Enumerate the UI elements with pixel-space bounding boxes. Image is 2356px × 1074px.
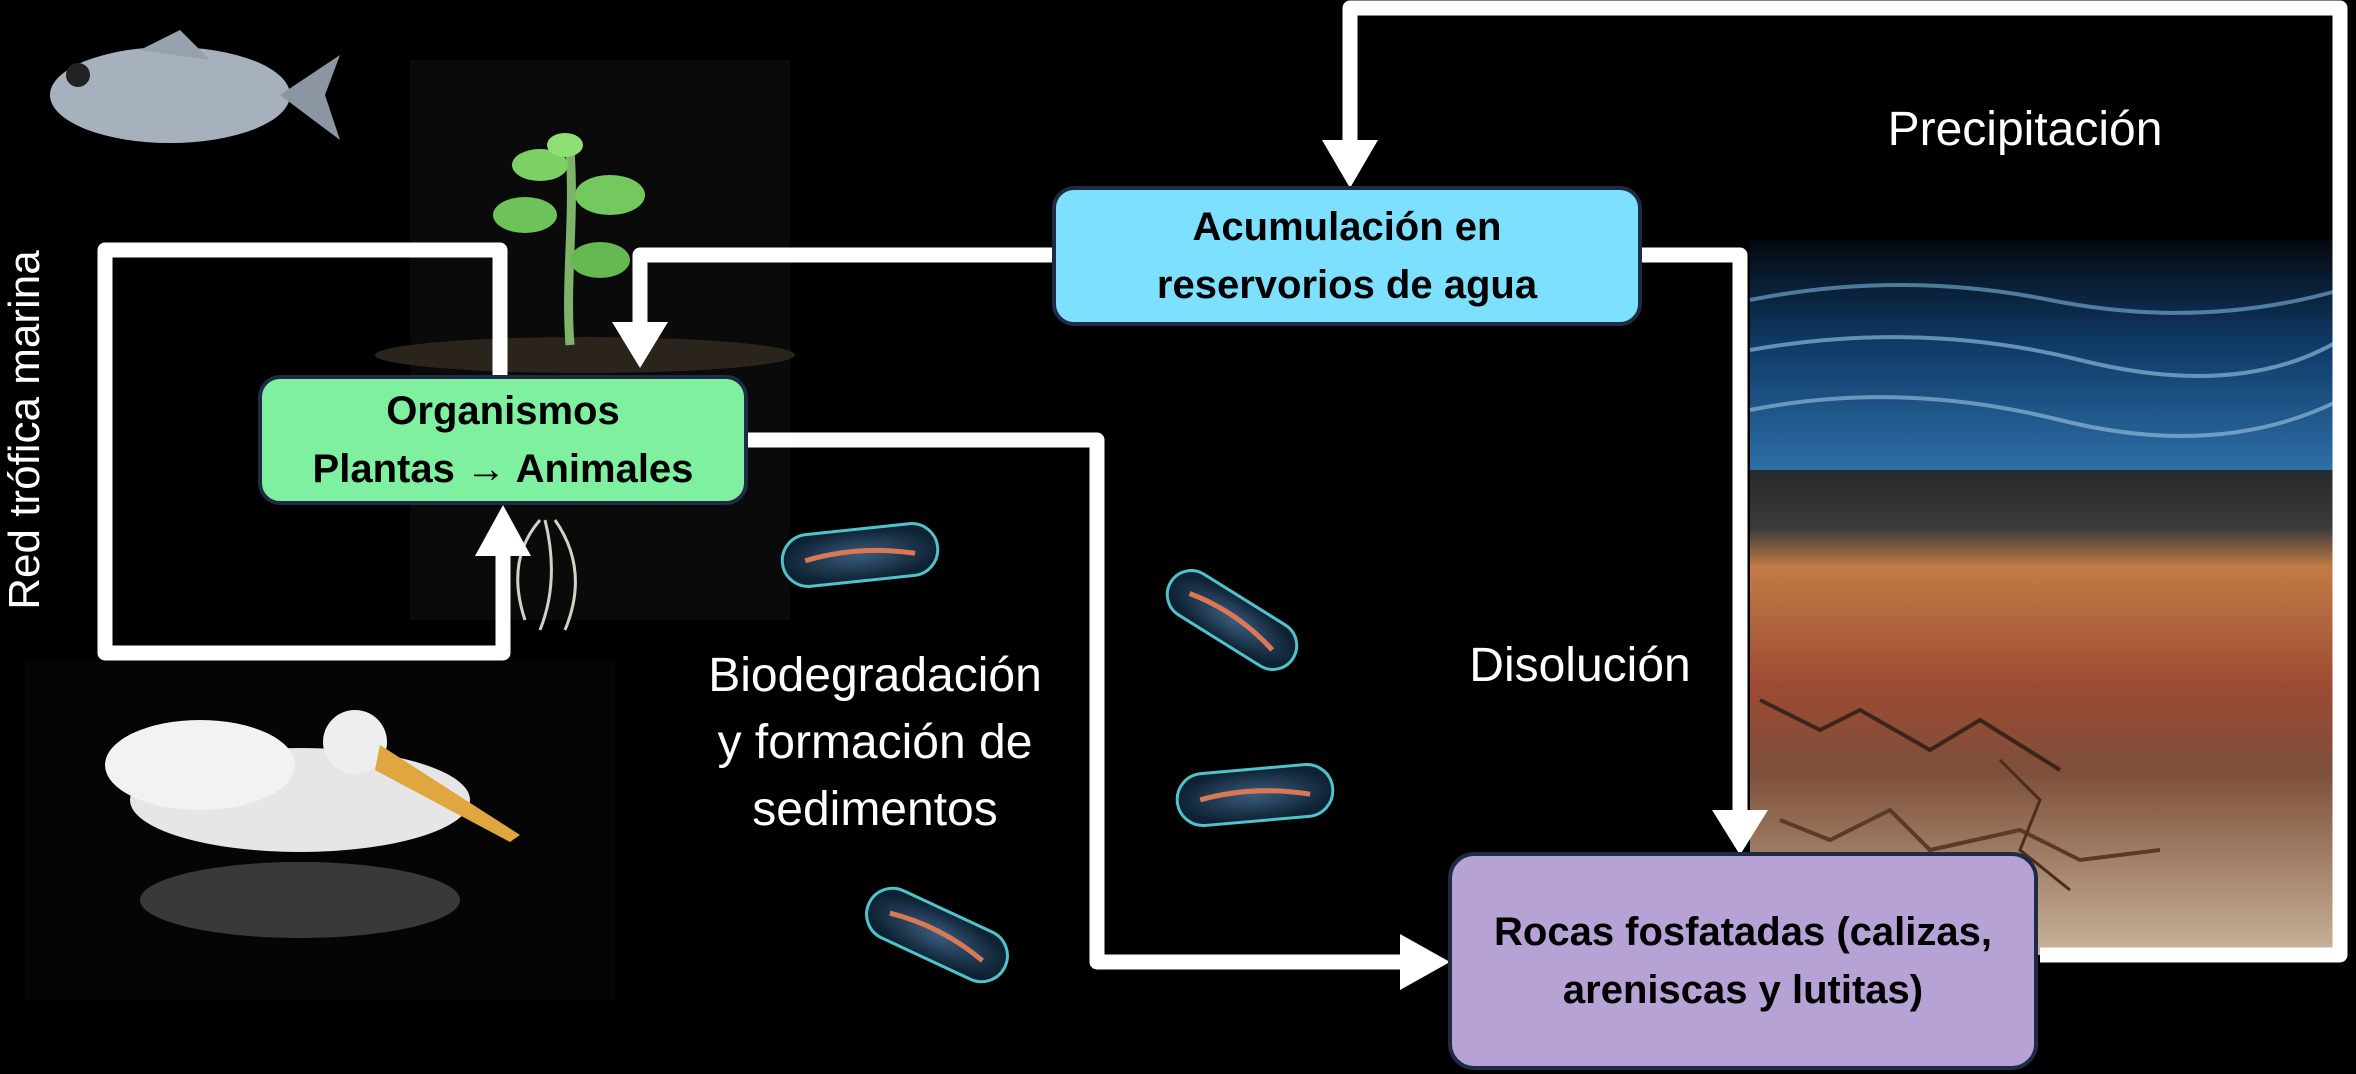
label-biodegradacion-line2: y formación de [717, 716, 1033, 770]
node-rocas-line2: areniscas y lutitas) [1562, 968, 1924, 1012]
water-image [1749, 240, 2342, 470]
fish-image [50, 30, 340, 143]
node-organismos-line1: Organismos [386, 389, 620, 433]
node-organismos: Organismos Plantas → Animales [258, 375, 748, 505]
arrow-acumulacion-to-organismos [632, 247, 1055, 330]
label-biodegradacion-line3: sedimentos [752, 783, 998, 837]
arrow-organismos-to-rocas [745, 432, 1410, 970]
label-precipitacion: Precipitación [1887, 103, 2163, 156]
pelican-image [25, 660, 615, 1000]
label-biodegradacion-line1: Biodegradación [708, 649, 1042, 702]
label-biodegradacion: Biodegradación y formación de sedimentos [660, 642, 1090, 844]
arrow-rocas-to-acumulacion [1342, 0, 2348, 963]
node-acumulacion-line1: Acumulación en [1192, 205, 1502, 249]
label-red-trofica: Red trófica marina [0, 250, 49, 610]
node-organismos-line2: Plantas → Animales [312, 447, 694, 491]
arrowhead-to-acumulacion [1322, 140, 1378, 188]
node-rocas-line1: Rocas fosfatadas (calizas, [1494, 910, 1992, 954]
node-rocas: Rocas fosfatadas (calizas, areniscas y l… [1448, 852, 2038, 1070]
arrow-red-trofica-loop [97, 242, 511, 661]
arrow-acumulacion-to-rocas [1640, 247, 1748, 820]
label-disolucion: Disolución [1469, 639, 1691, 692]
bacteria-image [780, 522, 1335, 984]
arrowhead-to-organismos-bottom [475, 505, 531, 556]
plant-image [375, 60, 795, 631]
node-acumulacion: Acumulación en reservorios de agua [1052, 186, 1642, 326]
arrowhead-to-rocas-top [1712, 810, 1768, 855]
arrowhead-to-organismos [612, 322, 668, 368]
node-acumulacion-line2: reservorios de agua [1156, 263, 1538, 307]
arrowhead-to-rocas-left [1400, 934, 1450, 990]
